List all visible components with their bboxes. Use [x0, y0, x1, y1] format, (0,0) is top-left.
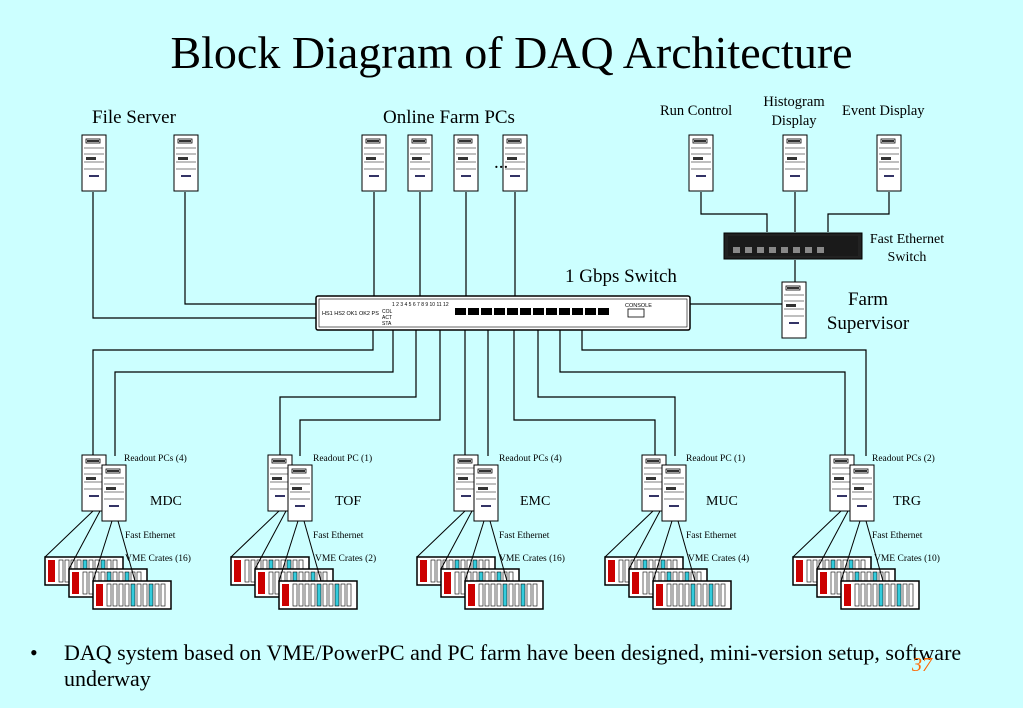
tof-crates-label: VME Crates (2)	[315, 554, 377, 564]
page-number: 37	[912, 654, 932, 676]
muc-name: MUC	[706, 494, 738, 509]
network-connections	[92, 192, 890, 456]
file-server-pc-1	[81, 134, 107, 192]
switch-console-label: CONSOLE	[625, 303, 652, 309]
tof-readout-label: Readout PC (1)	[313, 454, 373, 464]
file-server-label: File Server	[92, 107, 176, 128]
gbps-switch-label: 1 Gbps Switch	[565, 266, 677, 287]
mdc-hardware	[44, 454, 172, 610]
mdc-name: MDC	[150, 494, 182, 509]
tof-net-label: Fast Ethernet	[313, 531, 364, 541]
emc-name: EMC	[520, 494, 551, 509]
tof-hardware	[230, 454, 358, 610]
event-display-pc	[876, 134, 902, 192]
farm-supervisor-label: Farm Supervisor	[826, 289, 910, 334]
muc-readout-label: Readout PC (1)	[686, 454, 746, 464]
switch-act-label: ACT	[382, 315, 392, 321]
online-farm-label: Online Farm PCs	[383, 107, 515, 128]
switch-col-label: COL	[382, 309, 393, 315]
fast-ethernet-switch	[723, 232, 863, 260]
switch-sta-label: STA	[382, 321, 392, 327]
emc-crates-label: VME Crates (16)	[499, 554, 565, 564]
trg-net-label: Fast Ethernet	[872, 531, 923, 541]
fast-ethernet-switch-label: Fast Ethernet Switch	[869, 232, 945, 265]
run-control-label: Run Control	[660, 103, 733, 119]
emc-net-label: Fast Ethernet	[499, 531, 550, 541]
muc-crates-label: VME Crates (4)	[688, 554, 750, 564]
muc-hardware	[604, 454, 732, 610]
trg-name: TRG	[893, 494, 921, 509]
bullet-icon: •	[30, 640, 38, 665]
event-display-label: Event Display	[842, 103, 925, 119]
muc-net-label: Fast Ethernet	[686, 531, 737, 541]
tof-name: TOF	[335, 494, 362, 509]
file-server-pc-2	[173, 134, 199, 192]
emc-hardware	[416, 454, 544, 610]
bullet-text: DAQ system based on VME/PowerPC and PC f…	[64, 640, 962, 691]
gbps-switch: HS1 HS2 OK1 OK2 PS 1 2 3 4 5 6 7 8 9 10 …	[315, 295, 691, 331]
farm-supervisor-pc	[781, 281, 807, 339]
mdc-crates-label: VME Crates (16)	[125, 554, 191, 564]
trg-crates-label: VME Crates (10)	[874, 554, 940, 564]
mdc-net-label: Fast Ethernet	[125, 531, 176, 541]
run-control-pc	[688, 134, 714, 192]
mdc-readout-label: Readout PCs (4)	[124, 454, 187, 464]
emc-readout-label: Readout PCs (4)	[499, 454, 562, 464]
trg-readout-label: Readout PCs (2)	[872, 454, 935, 464]
switch-led-labels: HS1 HS2 OK1 OK2 PS	[322, 311, 379, 317]
slide-title: Block Diagram of DAQ Architecture	[170, 27, 853, 78]
histogram-display-pc	[782, 134, 808, 192]
farm-pc-3	[453, 134, 479, 192]
trg-hardware	[792, 454, 920, 610]
farm-pc-1	[361, 134, 387, 192]
histogram-display-label: Histogram Display	[763, 94, 825, 129]
farm-ellipsis: ...	[494, 152, 509, 173]
farm-pc-2	[407, 134, 433, 192]
switch-port-numbers: 1 2 3 4 5 6 7 8 9 10 11 12	[392, 302, 449, 308]
